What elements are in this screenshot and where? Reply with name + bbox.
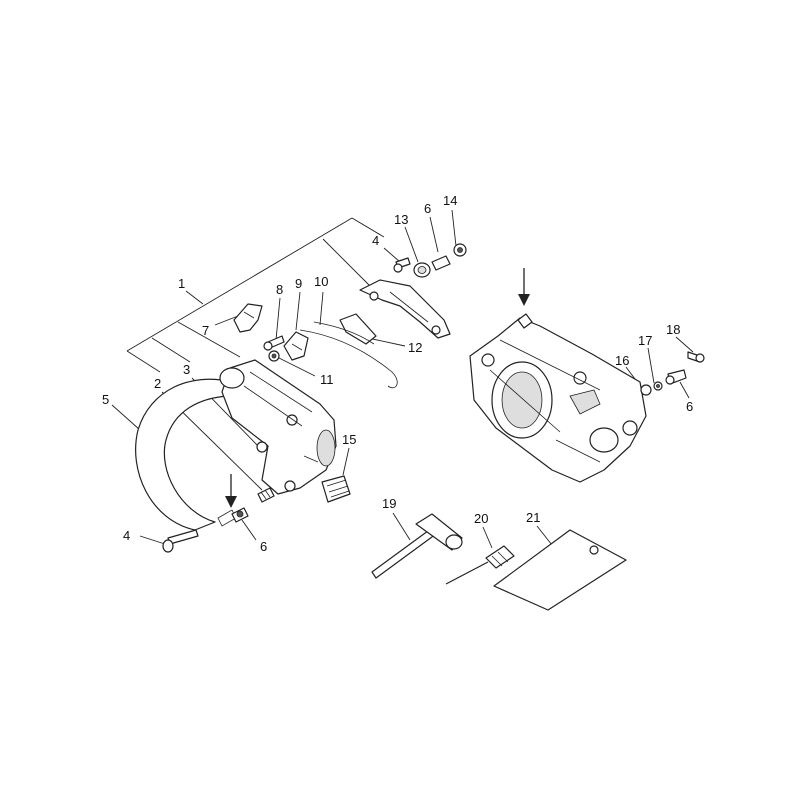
part-crankcase-right: [469, 313, 647, 483]
part-7-clip: [233, 303, 263, 333]
callout-18: 18: [666, 322, 680, 337]
callout-6-lower: 6: [260, 539, 267, 554]
callout-14: 14: [443, 193, 457, 208]
part-11-nut: [268, 350, 280, 362]
callout-11: 11: [320, 372, 334, 387]
part-4-bolt-upper: [393, 257, 411, 273]
part-8-screw: [263, 335, 285, 351]
part-18-bolt: [687, 351, 705, 363]
part-21-sheet: [493, 529, 627, 611]
callout-2: 2: [154, 376, 161, 391]
callout-5: 5: [102, 392, 109, 407]
part-top-handle: [359, 279, 451, 339]
direction-arrow-right: [518, 268, 530, 306]
part-15-boot: [321, 475, 351, 503]
part-17-washer: [653, 381, 663, 391]
callout-12: 12: [408, 340, 422, 355]
callout-15: 15: [342, 432, 356, 447]
callout-4-lower: 4: [123, 528, 130, 543]
callout-labels: 1 2 3 4 4 5 6 6 6 7 8 9 10 11 12 13 14 1…: [102, 193, 693, 554]
part-14-nut: [453, 243, 467, 257]
part-6-fitting-top: [431, 255, 451, 271]
direction-arrow-left: [225, 474, 237, 508]
callout-19: 19: [382, 496, 396, 511]
callout-6-right: 6: [686, 399, 693, 414]
part-9-lever: [283, 331, 309, 361]
part-left-cover: [219, 359, 337, 495]
callout-6-top: 6: [424, 201, 431, 216]
callout-13: 13: [394, 212, 408, 227]
callout-3: 3: [183, 362, 190, 377]
callout-21: 21: [526, 510, 540, 525]
callout-17: 17: [638, 333, 652, 348]
part-16-washer: [640, 384, 652, 396]
callout-8: 8: [276, 282, 283, 297]
part-13-grommet: [413, 262, 431, 278]
callout-16: 16: [615, 353, 629, 368]
part-6-fitting-right: [665, 369, 687, 385]
callout-20: 20: [474, 511, 488, 526]
callout-4-upper: 4: [372, 233, 379, 248]
callout-9: 9: [295, 276, 302, 291]
callout-1: 1: [178, 276, 185, 291]
part-19-wrench: [371, 513, 463, 579]
part-4-bolt-lower: [162, 529, 199, 553]
callout-7: 7: [202, 323, 209, 338]
part-20-screwdriver: [445, 545, 515, 585]
callout-10: 10: [314, 274, 328, 289]
part-12-trigger: [299, 313, 398, 389]
part-2-spring: [257, 487, 275, 503]
part-5-hose: [135, 378, 237, 531]
part-6-fitting-lower: [231, 507, 249, 523]
leader-lines: [111, 209, 694, 549]
